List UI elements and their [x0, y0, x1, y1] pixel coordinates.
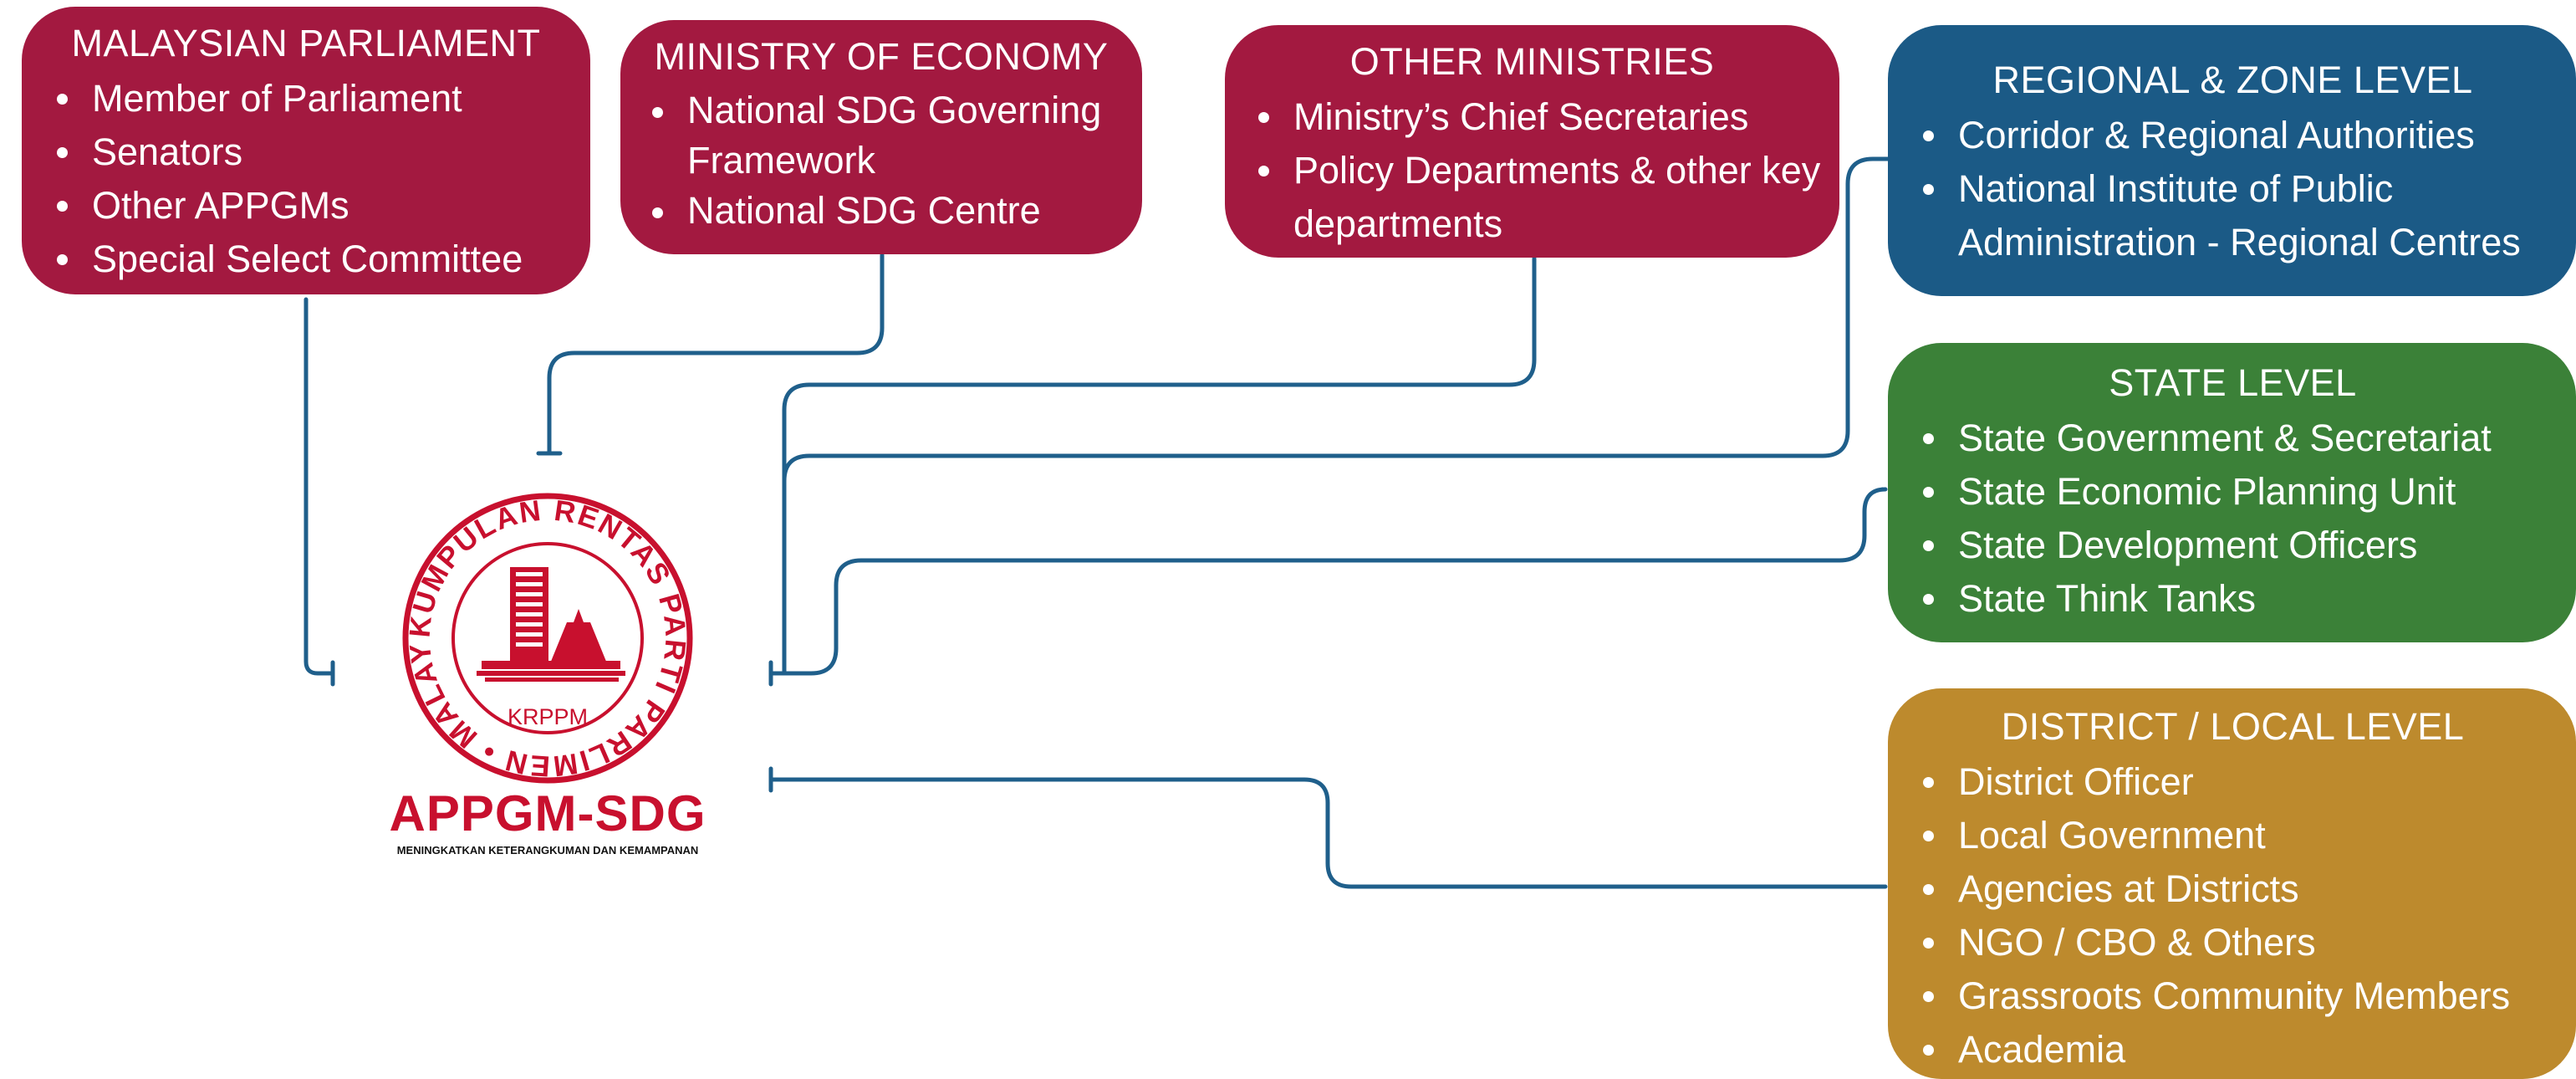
brand-tagline: MENINGKATKAN KETERANGKUMAN DAN KEMAMPANA… [396, 844, 699, 857]
parliament-building-icon [477, 567, 625, 682]
ministry-of-economy-list: National SDG Governing Framework Nationa… [637, 85, 1125, 236]
connector-to-district-level [768, 777, 1888, 889]
list-item: Special Select Committee [42, 233, 570, 286]
list-item: National SDG Centre [637, 186, 1125, 236]
state-level-box: STATE LEVEL State Government & Secretari… [1888, 343, 2576, 642]
district-local-level-title: DISTRICT / LOCAL LEVEL [2001, 705, 2465, 748]
list-item: State Government & Secretariat [1908, 412, 2558, 465]
list-item: Member of Parliament [42, 72, 570, 125]
other-ministries-list: Ministry’s Chief Secretaries Policy Depa… [1243, 90, 1821, 251]
list-item: Corridor & Regional Authorities [1908, 109, 2558, 162]
other-ministries-title: OTHER MINISTRIES [1349, 40, 1715, 83]
list-item: Local Government [1908, 809, 2558, 862]
list-item: Grassroots Community Members [1908, 969, 2558, 1023]
list-item: State Economic Planning Unit [1908, 465, 2558, 519]
list-item: Ministry’s Chief Secretaries [1243, 90, 1821, 144]
connector-to-parliament [304, 297, 335, 676]
list-item: District Officer [1908, 755, 2558, 809]
list-item: Policy Departments & other key departmen… [1243, 144, 1821, 251]
ministry-of-economy-box: MINISTRY OF ECONOMY National SDG Governi… [620, 20, 1142, 254]
connector-to-state-level [782, 487, 1888, 676]
connector-to-ministry-of-economy [547, 253, 885, 456]
list-item: National SDG Governing Framework [637, 85, 1125, 186]
list-item: State Development Officers [1908, 519, 2558, 572]
state-level-list: State Government & Secretariat State Eco… [1908, 412, 2558, 626]
district-local-level-list: District Officer Local Government Agenci… [1908, 755, 2558, 1076]
ministry-of-economy-title: MINISTRY OF ECONOMY [654, 35, 1109, 78]
regional-zone-level-box: REGIONAL & ZONE LEVEL Corridor & Regiona… [1888, 25, 2576, 296]
state-level-title: STATE LEVEL [2109, 361, 2357, 404]
list-item: Academia [1908, 1023, 2558, 1076]
malaysian-parliament-list: Member of Parliament Senators Other APPG… [42, 72, 570, 286]
other-ministries-box: OTHER MINISTRIES Ministry’s Chief Secret… [1225, 25, 1839, 258]
krppm-seal: KUMPULAN RENTAS PARTI PARLIMEN • MALAYSI… [401, 492, 693, 784]
list-item: Other APPGMs [42, 179, 570, 233]
district-local-level-box: DISTRICT / LOCAL LEVEL District Officer … [1888, 688, 2576, 1079]
regional-zone-level-title: REGIONAL & ZONE LEVEL [1992, 59, 2473, 101]
brand-name: APPGM-SDG [389, 785, 706, 841]
list-item: Senators [42, 125, 570, 179]
connector-to-regional-zone [782, 156, 1890, 676]
list-item: National Institute of Public Administrat… [1908, 162, 2558, 269]
list-item: State Think Tanks [1908, 572, 2558, 626]
malaysian-parliament-title: MALAYSIAN PARLIAMENT [71, 22, 541, 64]
regional-zone-level-list: Corridor & Regional Authorities National… [1908, 109, 2558, 269]
list-item: NGO / CBO & Others [1908, 916, 2558, 969]
seal-inner-label: KRPPM [508, 704, 588, 729]
connector-to-other-ministries [768, 256, 1537, 676]
malaysian-parliament-box: MALAYSIAN PARLIAMENT Member of Parliamen… [22, 7, 590, 294]
list-item: Agencies at Districts [1908, 862, 2558, 916]
